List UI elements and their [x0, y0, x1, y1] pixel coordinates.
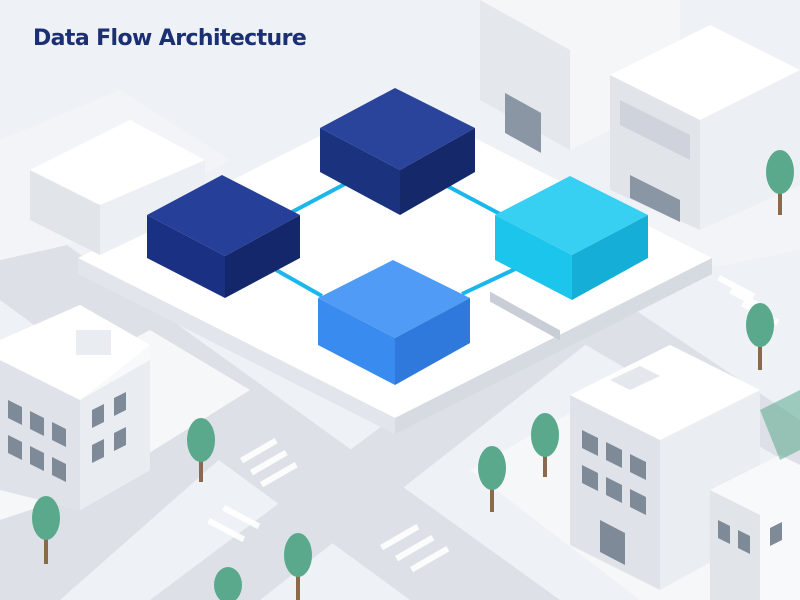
- page-title: Data Flow Architecture: [33, 26, 307, 51]
- tree-icon: [187, 418, 215, 482]
- trees: [32, 150, 794, 600]
- node-left: [147, 175, 300, 298]
- node-right: [495, 176, 648, 300]
- tree-icon: [214, 567, 242, 600]
- grass-patch: [760, 390, 800, 460]
- building-bottom-left: [0, 305, 150, 510]
- tree-icon: [531, 413, 559, 477]
- tree-icon: [32, 496, 60, 564]
- tree-icon: [284, 533, 312, 600]
- tree-icon: [478, 446, 506, 512]
- tree-icon: [746, 303, 774, 370]
- node-bottom: [318, 260, 470, 385]
- tree-icon: [766, 150, 794, 215]
- building-far-bottom-right: [710, 455, 800, 600]
- node-top: [320, 88, 475, 215]
